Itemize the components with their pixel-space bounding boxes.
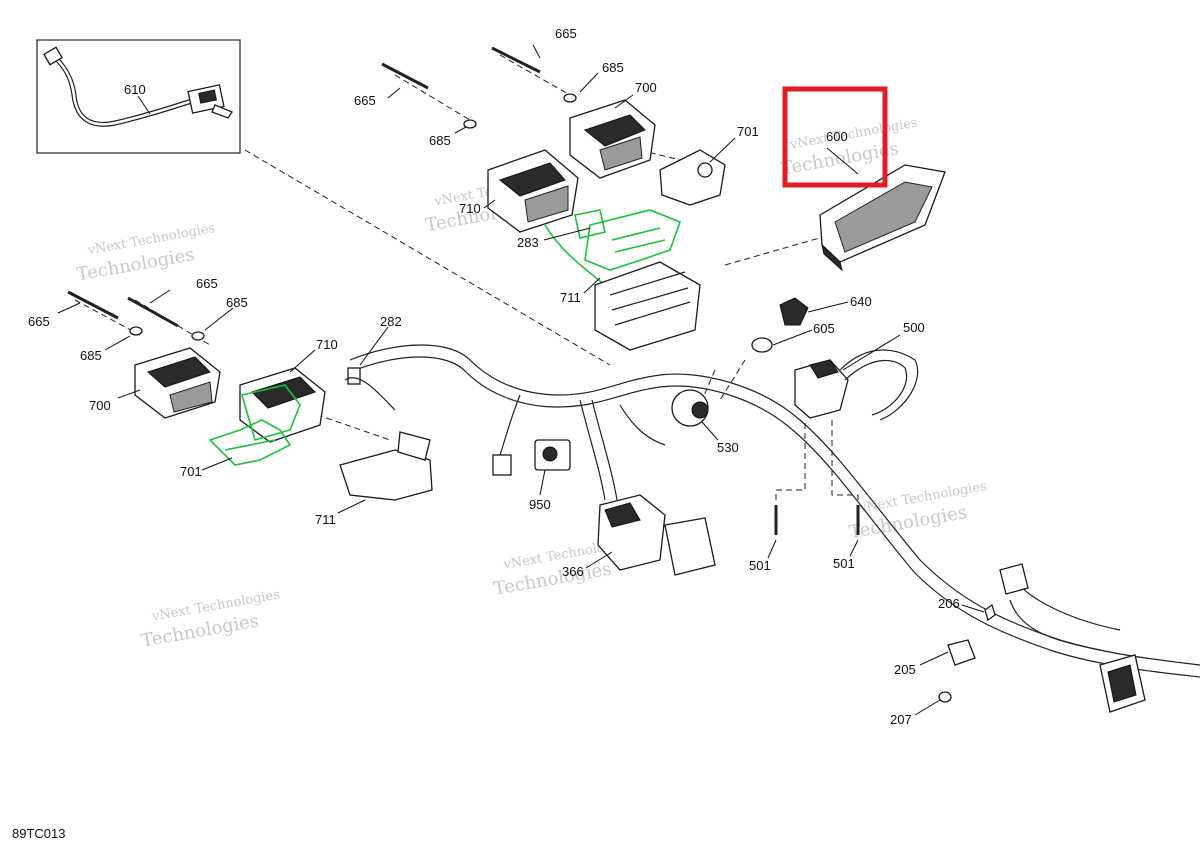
leader-dash xyxy=(394,74,471,121)
callout-700: 700 xyxy=(635,80,657,95)
callout-207: 207 xyxy=(890,712,912,727)
callout-610: 610 xyxy=(124,82,146,97)
callout-283: 283 xyxy=(517,235,539,250)
leader-dash xyxy=(244,149,611,366)
callout-665: 665 xyxy=(555,26,577,41)
callout-605: 605 xyxy=(813,321,835,336)
callout-600: 600 xyxy=(826,129,848,144)
callout-282: 282 xyxy=(380,314,402,329)
callout-710: 710 xyxy=(316,337,338,352)
callout-701: 701 xyxy=(180,464,202,479)
left-assembly xyxy=(57,289,433,514)
callout-711: 711 xyxy=(315,512,336,527)
highlight-box-600 xyxy=(782,86,888,188)
callout-206: 206 xyxy=(938,596,960,611)
callout-665: 665 xyxy=(354,93,376,108)
callout-685: 685 xyxy=(429,133,451,148)
callout-700: 700 xyxy=(89,398,111,413)
right-mid-components xyxy=(671,297,919,441)
callout-366: 366 xyxy=(562,564,584,579)
callout-685: 685 xyxy=(226,295,248,310)
leader-dash xyxy=(74,299,141,336)
callout-501: 501 xyxy=(833,556,855,571)
diagram-reference-code: 89TC013 xyxy=(12,826,66,841)
callout-950: 950 xyxy=(529,497,551,512)
callout-665: 665 xyxy=(28,314,50,329)
top-center-assembly xyxy=(381,44,736,351)
callout-500: 500 xyxy=(903,320,925,335)
callout-640: 640 xyxy=(850,294,872,309)
callout-685: 685 xyxy=(602,60,624,75)
callout-205: 205 xyxy=(894,662,916,677)
callout-710: 710 xyxy=(459,201,481,216)
leader-dash xyxy=(724,234,831,266)
callout-711: 711 xyxy=(560,290,581,305)
inset-box-610: 610 xyxy=(36,39,241,154)
leader-dash xyxy=(499,54,571,96)
main-wiring-harness xyxy=(347,344,1200,716)
callout-665: 665 xyxy=(196,276,218,291)
cluster-600 xyxy=(819,147,946,272)
callout-701: 701 xyxy=(737,124,759,139)
callout-530: 530 xyxy=(717,440,739,455)
callout-501: 501 xyxy=(749,558,771,573)
callout-685: 685 xyxy=(80,348,102,363)
